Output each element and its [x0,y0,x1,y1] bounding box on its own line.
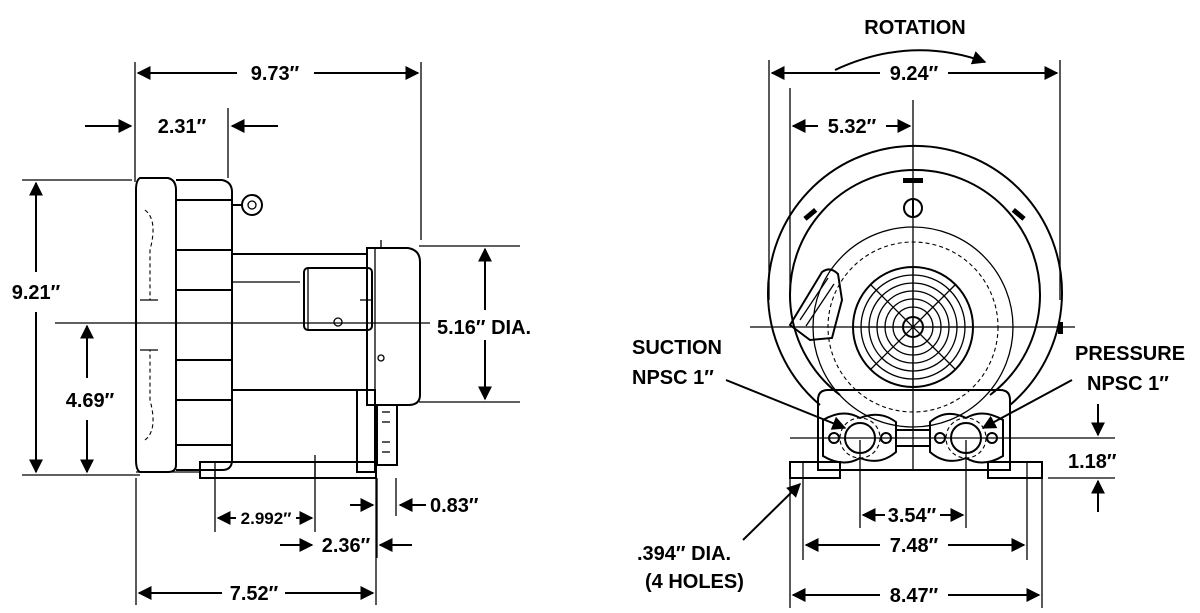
label-base-hole-spacing: 2.992″ [241,509,292,528]
label-pressure-line2: NPSC 1″ [1087,373,1169,395]
label-mount-hole-line2: (4 HOLES) [645,571,744,593]
label-overall-height: 9.21″ [12,282,61,304]
label-flange-depth: 2.31″ [158,116,207,138]
label-center-offset: 5.32″ [828,116,877,138]
label-port-spacing: 3.54″ [888,505,937,527]
label-overall-width: 9.24″ [890,63,939,85]
side-view-base [136,461,377,479]
label-center-height: 4.69″ [66,390,115,412]
front-view-housing [767,144,1063,428]
label-rotation: ROTATION [864,17,965,39]
port-flange-assembly [817,389,1011,471]
label-motor-diameter: 5.16″ DIA. [437,317,531,339]
mount-hole-leader [742,483,801,541]
side-view: 9.73″ 2.31″ 9.21″ 4.69″ 5.16″ DIA. 2.992… [12,62,531,605]
eye-bolt [232,194,263,216]
front-view: ROTATION 9.24″ 5.32″ SUCTION NPSC 1″ PRE… [632,17,1185,608]
pressure-leader [981,379,1073,429]
label-base-width: 8.47″ [890,585,939,607]
label-hole-spacing: 7.48″ [890,535,939,557]
side-view-motor [231,240,421,473]
fan-grille [852,266,974,388]
front-view-base [789,461,1043,479]
suction-leader [725,379,847,430]
label-pressure-line1: PRESSURE [1075,343,1185,365]
label-mount-hole-line1: .394″ DIA. [637,543,731,565]
rotation-arrow [834,49,987,71]
label-suction-line2: NPSC 1″ [632,367,714,389]
label-hole-offset: 2.36″ [322,535,371,557]
label-base-overhang: 0.83″ [430,495,479,517]
label-suction-line1: SUCTION [632,337,722,359]
label-overall-width: 9.73″ [251,63,300,85]
label-base-length: 7.52″ [230,583,279,605]
side-view-housing [135,177,233,473]
conduit-box [788,268,844,342]
label-port-height: 1.18″ [1068,451,1117,473]
